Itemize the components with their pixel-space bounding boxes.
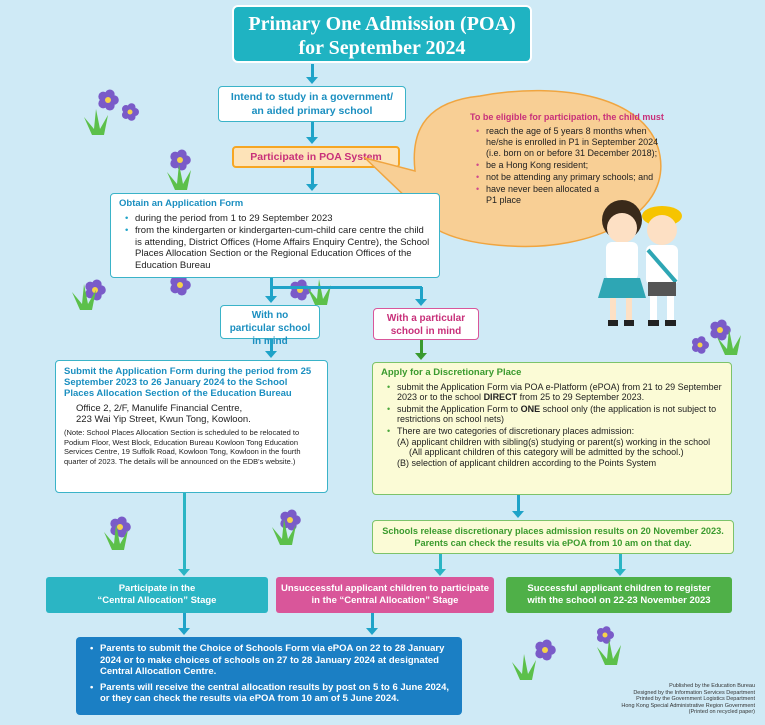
with-particular-school-box: With a particular school in mind [373, 308, 479, 340]
flower-icon [290, 279, 311, 301]
submit-form-box: Submit the Application Form during the p… [55, 360, 328, 493]
grass-icon [307, 279, 331, 305]
eligibility-box: To be eligible for participation, the ch… [470, 112, 670, 207]
participate-poa-label: Participate in POA System [250, 151, 382, 163]
grass-icon [717, 329, 741, 355]
discretionary-box: Apply for a Discretionary Place submit t… [372, 362, 732, 495]
obtain-form-box: Obtain an Application Form during the pe… [110, 193, 440, 278]
grass-icon [167, 164, 191, 190]
children-illustration-icon [598, 200, 682, 326]
flower-icon [535, 639, 556, 661]
participate-poa-box: Participate in POA System [232, 146, 400, 168]
final-item: Parents will receive the central allocat… [90, 682, 452, 705]
credits-line: Published by the Education Bureau [669, 683, 755, 689]
credits-line: Designed by the Information Services Dep… [633, 689, 755, 696]
intend-line-1: Intend to study in a government/ [230, 91, 394, 103]
flower-icon [85, 279, 106, 301]
no-particular-school-box: With no particular school in mind [220, 305, 320, 347]
page-title: Primary One Admission (POA) for Septembe… [232, 5, 532, 63]
central-stage-box: Participate in the “Central Allocation” … [46, 577, 268, 613]
submit-address-1: Office 2, 2/F, Manulife Financial Centre… [76, 403, 243, 414]
submit-heading: Submit the Application Form during the p… [64, 366, 312, 399]
credits-line: Hong Kong Special Administrative Region … [621, 702, 755, 709]
obtain-heading: Obtain an Application Form [119, 198, 244, 209]
discretionary-item: submit the Application Form to ONE schoo… [387, 404, 723, 425]
flower-icon [710, 319, 731, 341]
final-item: Parents to submit the Choice of Schools … [90, 643, 452, 678]
eligibility-item: be a Hong Kong resident; [476, 160, 670, 171]
flower-icon [110, 516, 131, 538]
final-allocation-box: Parents to submit the Choice of Schools … [76, 637, 462, 715]
discretionary-heading: Apply for a Discretionary Place [381, 367, 522, 378]
eligibility-item: not be attending any primary schools; an… [476, 172, 670, 183]
title-line-1: Primary One Admission (POA) [248, 13, 516, 35]
release-results-box: Schools release discretionary places adm… [372, 520, 734, 554]
submit-address-2: 223 Wai Yip Street, Kwun Tong, Kowloon. [76, 414, 251, 425]
flower-icon [170, 149, 191, 171]
grass-icon [104, 524, 128, 550]
connector-line [270, 278, 273, 288]
flower-icon [170, 274, 191, 296]
discretionary-item: There are two categories of discretionar… [387, 426, 723, 468]
successful-line-1: Successful applicant children to registe… [527, 583, 711, 594]
submit-note: (Note: School Places Allocation Section … [64, 428, 301, 466]
credits-line: (Printed on recycled paper) [688, 709, 755, 716]
obtain-item: during the period from 1 to 29 September… [125, 213, 431, 225]
central-stage-line-2: “Central Allocation” Stage [97, 595, 217, 606]
unsuccessful-box: Unsuccessful applicant children to parti… [276, 577, 494, 613]
grass-icon [512, 654, 536, 680]
connector-line [270, 286, 422, 289]
successful-line-2: with the school on 22-23 November 2023 [527, 595, 711, 606]
grass-icon [84, 109, 108, 135]
central-stage-line-1: Participate in the [118, 583, 196, 594]
grass-icon [72, 284, 96, 310]
intend-box: Intend to study in a government/ an aide… [218, 86, 406, 122]
eligibility-item: reach the age of 5 years 8 months when h… [476, 126, 670, 159]
grass-icon [597, 639, 621, 665]
discretionary-item: submit the Application Form via POA e-Pl… [387, 382, 723, 403]
credits: Published by the Education Bureau Design… [560, 683, 755, 716]
successful-box: Successful applicant children to registe… [506, 577, 732, 613]
credits-line: Printed by the Government Logistics Depa… [636, 696, 755, 703]
eligibility-item: have never been allocated a P1 place [476, 184, 606, 206]
connector-line [183, 493, 186, 573]
flower-icon [121, 103, 139, 121]
intend-line-2: an aided primary school [251, 105, 373, 117]
flower-icon [98, 89, 119, 111]
obtain-item: from the kindergarten or kindergarten-cu… [125, 225, 431, 271]
title-line-2: for September 2024 [298, 37, 466, 59]
unsuccessful-line-2: in the “Central Allocation” Stage [311, 595, 459, 606]
eligibility-heading: To be eligible for participation, the ch… [470, 112, 664, 122]
flower-icon [691, 336, 709, 354]
grass-icon [272, 519, 296, 545]
flower-icon [596, 626, 614, 644]
release-line-1: Schools release discretionary places adm… [382, 526, 724, 536]
unsuccessful-line-1: Unsuccessful applicant children to parti… [281, 583, 489, 594]
release-line-2: Parents can check the results via ePOA f… [414, 538, 692, 548]
with-particular-label: With a particular school in mind [386, 313, 466, 337]
